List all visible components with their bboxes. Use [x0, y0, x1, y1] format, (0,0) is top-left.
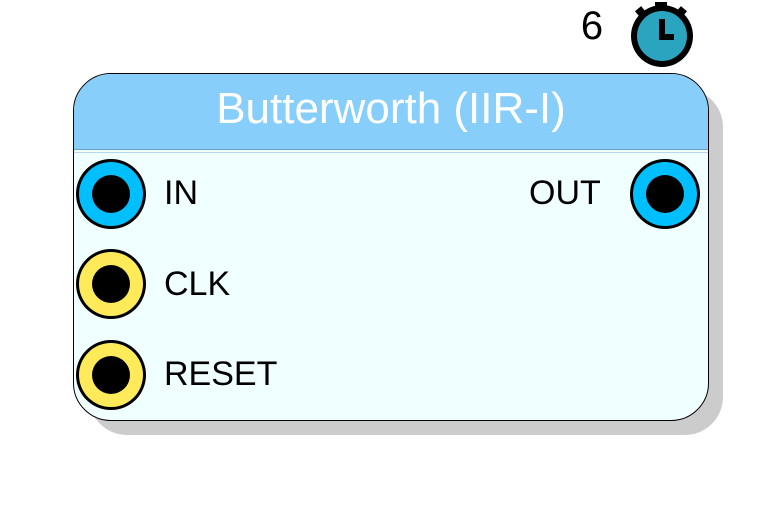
output-label-out: OUT: [529, 174, 601, 212]
header-divider: [74, 152, 708, 153]
input-label-clk: CLK: [164, 265, 231, 303]
badge-count: 6: [580, 4, 604, 48]
input-port-in[interactable]: [74, 157, 148, 231]
input-label-reset: RESET: [164, 355, 278, 393]
filter-block[interactable]: Butterworth (IIR-I): [73, 73, 709, 421]
block-title: Butterworth (IIR-I): [216, 84, 566, 133]
block-header: Butterworth (IIR-I): [74, 74, 708, 150]
input-label-in: IN: [164, 174, 198, 212]
stopwatch-icon: [631, 2, 693, 67]
input-port-clk[interactable]: [74, 247, 148, 321]
output-port-out[interactable]: [628, 157, 702, 231]
input-port-reset[interactable]: [74, 338, 148, 412]
